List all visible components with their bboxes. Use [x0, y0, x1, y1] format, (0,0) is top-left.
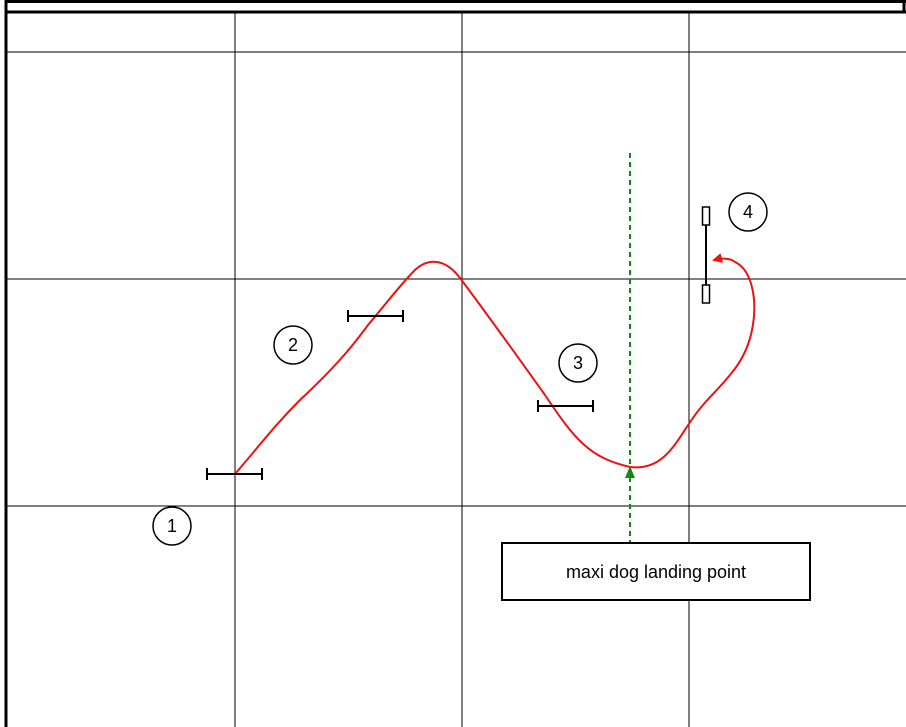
number-badge-4: 4: [728, 192, 768, 232]
number-badge-2: 2: [273, 325, 313, 365]
number-label-3: 3: [573, 353, 583, 373]
jump-3: [537, 400, 594, 412]
number-badge-1: 1: [152, 506, 192, 546]
dog-path: [234, 253, 756, 475]
number-label-4: 4: [743, 202, 753, 222]
number-label-2: 2: [288, 335, 298, 355]
grid: [4, 0, 906, 727]
landing-callout: maxi dog landing point: [501, 542, 811, 601]
landing-callout-text: maxi dog landing point: [566, 562, 746, 582]
number-label-1: 1: [167, 516, 177, 536]
landing-guide-arrow: [625, 466, 635, 478]
jump-1: [206, 468, 263, 480]
number-badge-3: 3: [558, 343, 598, 383]
obstacle-4: [701, 206, 711, 304]
jump-2: [347, 310, 404, 322]
